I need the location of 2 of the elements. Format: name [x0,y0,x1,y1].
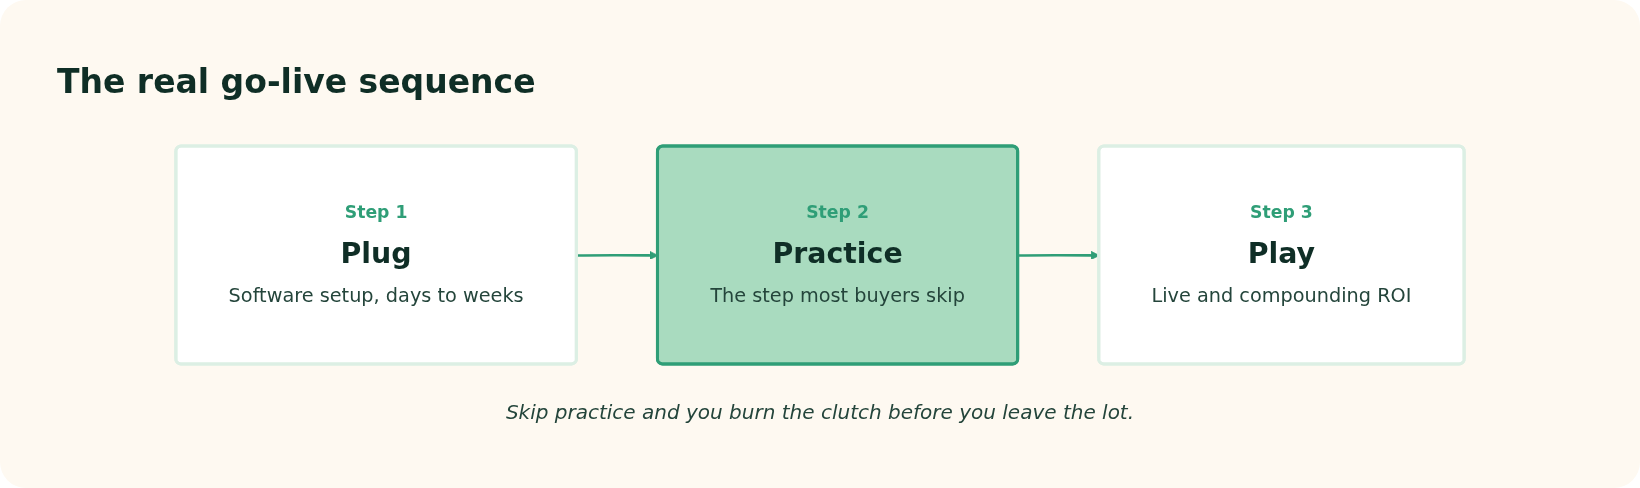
title: The real go-live sequence [57,62,536,101]
caption: Skip practice and you burn the clutch before you leave the lot. [504,400,1136,424]
